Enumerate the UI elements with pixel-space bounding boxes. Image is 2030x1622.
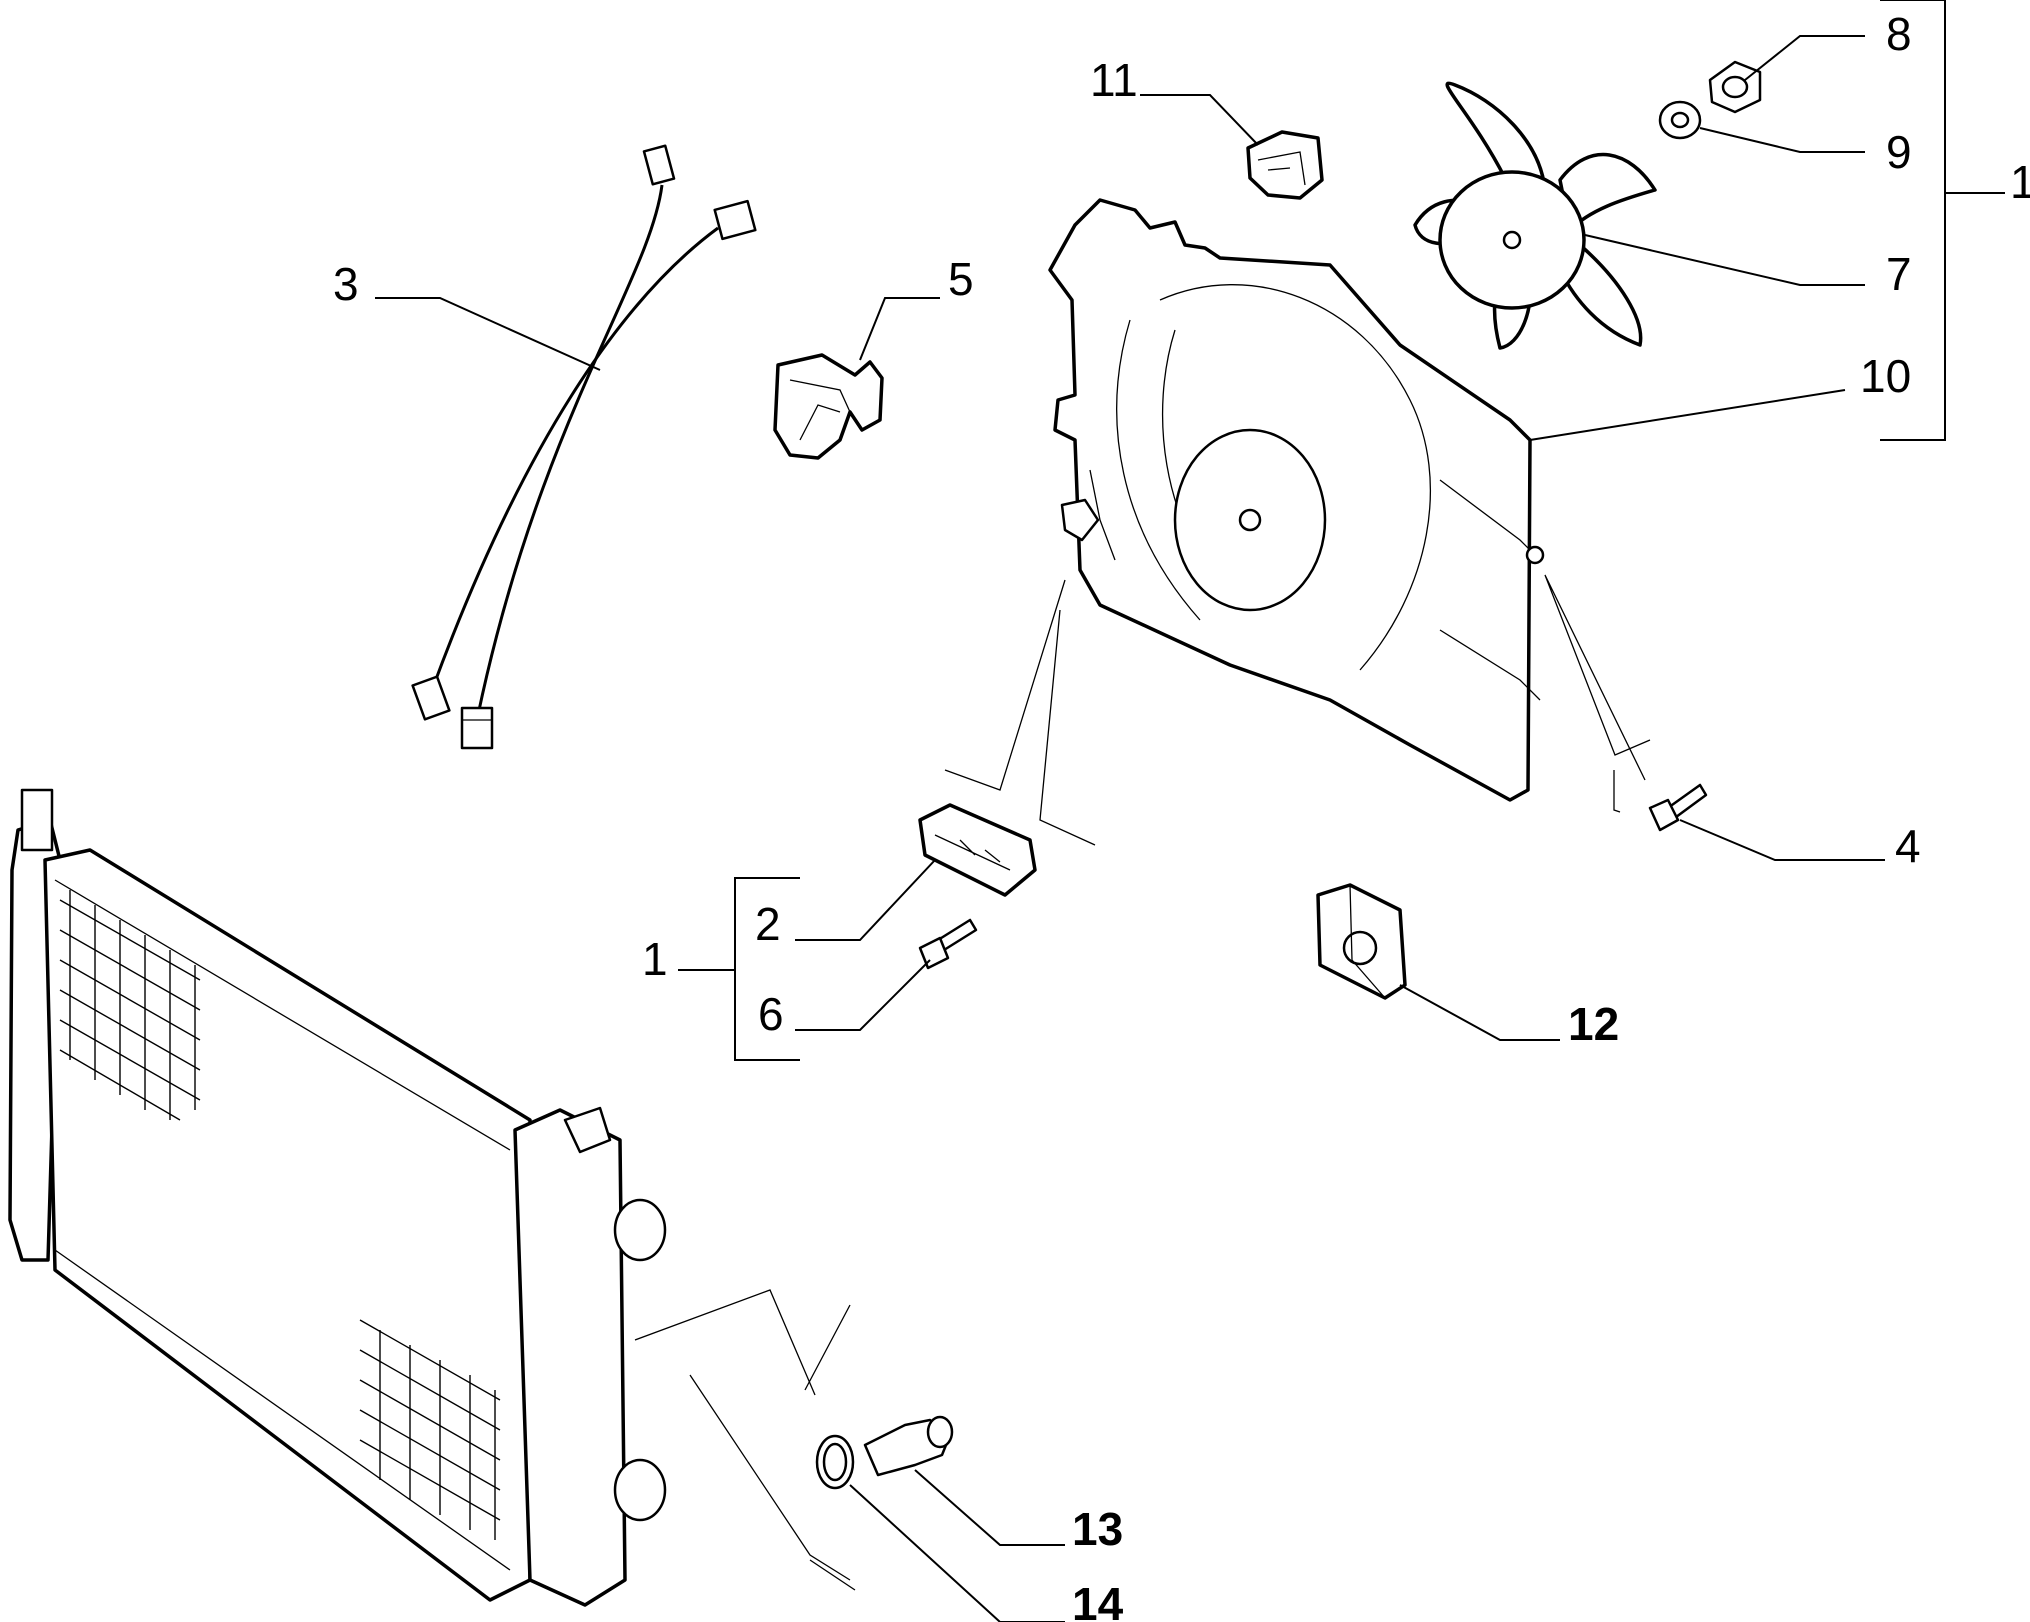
- part-o-ring-14: [815, 1434, 855, 1490]
- label-c1-bottom: 1: [642, 933, 668, 985]
- label-p14: 14: [1072, 1578, 1124, 1622]
- label-p10: 10: [1860, 350, 1911, 402]
- label-p3: 3: [333, 258, 359, 310]
- part-clip-5: [773, 353, 884, 460]
- part-connector-11: [1246, 130, 1324, 200]
- part-radiator: [8, 788, 667, 1607]
- label-p5: 5: [948, 253, 974, 305]
- part-resistor-2: [918, 803, 1037, 897]
- label-p12: 12: [1568, 998, 1619, 1050]
- label-p8: 8: [1886, 8, 1912, 60]
- label-p4: 4: [1895, 820, 1921, 872]
- label-p11: 11: [1090, 54, 1138, 106]
- part-bolt-4: [1648, 783, 1708, 832]
- label-p2: 2: [755, 898, 781, 950]
- wiring-harness: [411, 144, 757, 750]
- part-screw-6: [918, 918, 978, 970]
- part-washer-9: [1658, 100, 1702, 140]
- label-p9: 9: [1886, 126, 1912, 178]
- callout-labels: 1 8 9 7 10 11 3 5 4 2 1 6 12 13 14: [333, 8, 2030, 1622]
- part-nut-8: [1708, 60, 1762, 114]
- label-p6: 6: [758, 988, 784, 1040]
- bracket-group-bottom: [678, 877, 800, 1061]
- label-p13: 13: [1072, 1503, 1123, 1555]
- label-p7: 7: [1886, 248, 1912, 300]
- leader-lines: [375, 35, 1885, 1622]
- part-temp-switch-13: [863, 1415, 954, 1477]
- part-bracket-12: [1316, 883, 1407, 1000]
- bracket-group-top: [1880, 0, 2005, 441]
- radiator-core-grid: [59, 890, 501, 1540]
- part-fan-blade-7: [1413, 81, 1657, 350]
- part-fan-shroud-10: [1048, 198, 1545, 802]
- label-c1-top: 1: [2010, 156, 2030, 208]
- assembly-guide-lines: [634, 574, 1651, 1591]
